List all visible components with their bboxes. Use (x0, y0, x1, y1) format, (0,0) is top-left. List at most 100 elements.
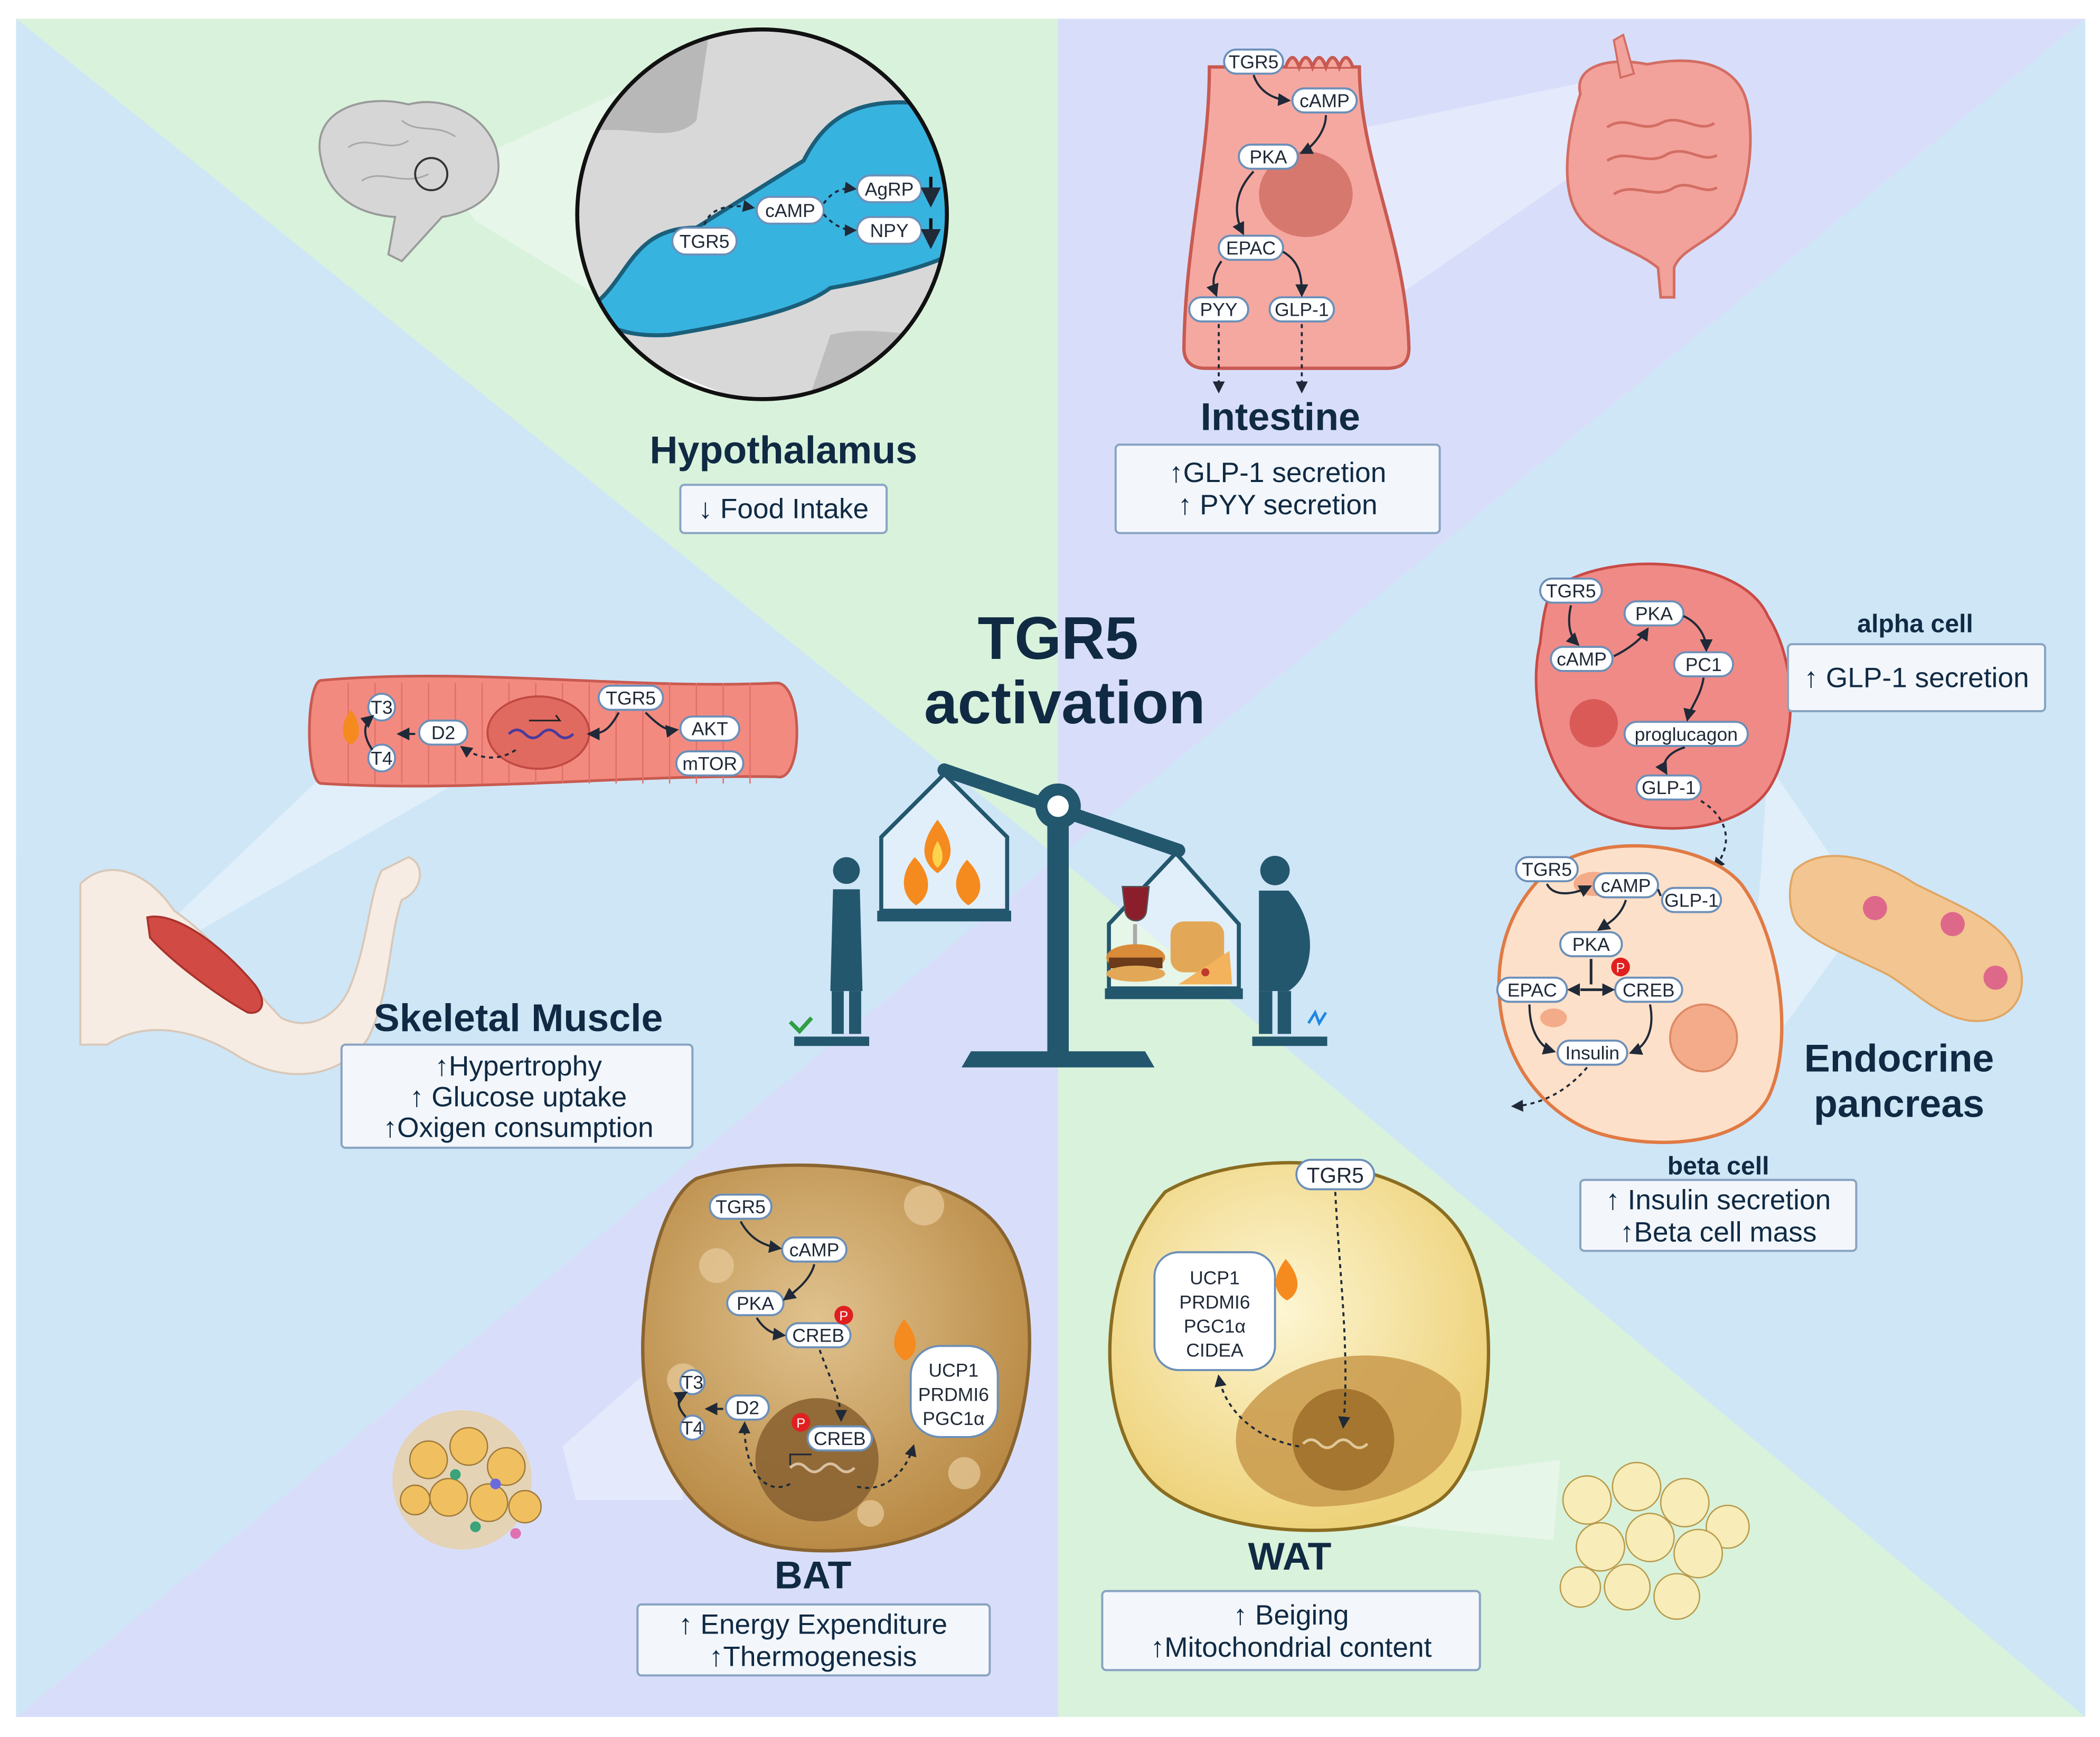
svg-text:EPAC: EPAC (1508, 979, 1557, 1000)
svg-text:cAMP: cAMP (1601, 875, 1651, 896)
node-d2 (724, 1394, 770, 1421)
pancreas-title-line2: pancreas (1814, 1082, 1984, 1126)
bat-pathway: TGR5 cAMP PKA CREB P T3 T4 D2 CREB P UCP… (673, 1193, 999, 1489)
muscle-pathway: T3 T4 D2 TGR5 AKT mTOR (343, 684, 745, 777)
node-proglucagon (1623, 721, 1749, 747)
svg-text:T4: T4 (371, 748, 392, 769)
intestine-cell (1182, 55, 1411, 370)
hypothalamus-section: TGR5 cAMP AgRP NPY Hypothalamus ↓ Food I… (318, 27, 949, 534)
svg-text:mTOR: mTOR (682, 753, 737, 775)
svg-text:GLP-1: GLP-1 (1275, 299, 1329, 320)
flame-icon (343, 710, 359, 745)
node-tgr5 (1295, 1158, 1376, 1191)
alpha-pathway: TGR5 cAMP PKA PC1 proglucagon GLP-1 (1539, 577, 1749, 870)
alpha-effect-1: ↑ GLP-1 secretion (1804, 662, 2029, 693)
svg-text:T4: T4 (682, 1418, 703, 1439)
intestine-organ-icon (1566, 33, 1752, 299)
intestine-effect-box (1114, 443, 1441, 534)
wat-gene-box (1153, 1251, 1276, 1371)
pancreas-title-line1: Endocrine (1804, 1036, 1994, 1080)
node-t3 (367, 693, 397, 722)
node-tgr5 (1515, 856, 1579, 883)
svg-text:PKA: PKA (1249, 146, 1287, 167)
node-creb (1614, 976, 1683, 1003)
muscle-fiber (308, 674, 798, 788)
svg-text:TGR5: TGR5 (1546, 580, 1596, 601)
svg-text:P: P (839, 1309, 848, 1324)
flame-icon (903, 819, 981, 905)
balance-scale (788, 763, 1327, 1068)
node-t4 (679, 1414, 706, 1441)
svg-text:cAMP: cAMP (1299, 90, 1350, 111)
hypothalamus-effect-1: ↓ Food Intake (698, 494, 869, 525)
beta-effect-2: ↑Beta cell mass (1620, 1216, 1817, 1248)
intestine-effect-2: ↑ PYY secretion (1178, 489, 1378, 521)
node-pc1 (1673, 651, 1734, 677)
bat-section: TGR5 cAMP PKA CREB P T3 T4 D2 CREB P UCP… (392, 1163, 1031, 1677)
svg-text:PGC1α: PGC1α (922, 1408, 984, 1429)
pancreas-section: TGR5 cAMP PKA PC1 proglucagon GLP-1 (1496, 562, 2047, 1252)
svg-text:cAMP: cAMP (1557, 649, 1607, 670)
food-icon (1106, 886, 1232, 985)
beta-pathway: TGR5 cAMP GLP-1 PKA EPAC CREB P Insulin (1496, 856, 1722, 1112)
skeletal-muscle-section: T3 T4 D2 TGR5 AKT mTOR Skeletal Muscle ↑… (79, 674, 798, 1149)
muscle-effect-box (340, 1043, 694, 1149)
svg-text:TGR5: TGR5 (1229, 51, 1279, 72)
node-pka (1559, 931, 1623, 958)
node-tgr5 (1539, 577, 1603, 604)
flame-icon (1276, 1259, 1298, 1301)
phosphate-badge (1611, 957, 1630, 977)
svg-text:PRDMI6: PRDMI6 (1179, 1291, 1250, 1313)
beta-cell-title: beta cell (1668, 1152, 1769, 1181)
arm-icon (79, 856, 421, 1075)
wat-tissue-icon (1559, 1461, 1750, 1620)
node-pka (1623, 600, 1685, 627)
node-d2 (418, 719, 469, 746)
svg-text:PYY: PYY (1200, 299, 1238, 320)
node-tgr5 (597, 684, 664, 711)
node-camp (1593, 872, 1659, 899)
flame-icon (894, 1319, 916, 1361)
node-pka (726, 1290, 785, 1316)
svg-text:proglucagon: proglucagon (1635, 724, 1738, 745)
svg-text:AgRP: AgRP (865, 178, 914, 200)
beta-effect-box (1579, 1178, 1858, 1252)
node-creb (785, 1322, 852, 1348)
node-t3 (679, 1369, 706, 1395)
node-camp (756, 195, 825, 225)
wat-section: TGR5 UCP1 PRDMI6 PGC1α CIDEA WAT ↑ Beigi… (1101, 1158, 1750, 1672)
node-pyy (1188, 296, 1249, 323)
bat-effect-box (636, 1603, 991, 1677)
svg-text:UCP1: UCP1 (1190, 1268, 1240, 1289)
svg-text:TGR5: TGR5 (715, 1196, 766, 1217)
svg-text:AKT: AKT (692, 719, 728, 740)
node-pka (1238, 144, 1299, 170)
alpha-effect-box (1787, 643, 2047, 713)
bat-effect-2: ↑Thermogenesis (709, 1641, 917, 1673)
node-tgr5 (709, 1193, 773, 1220)
svg-text:CREB: CREB (814, 1428, 866, 1449)
svg-text:CIDEA: CIDEA (1186, 1340, 1244, 1361)
node-creb-nuclear (806, 1425, 873, 1452)
node-glp1 (1268, 296, 1335, 323)
svg-text:T3: T3 (371, 697, 392, 718)
node-camp (1291, 87, 1358, 114)
intestine-section: TGR5 cAMP PKA EPAC PYY GLP-1 Intestine (1114, 33, 1752, 534)
bat-effect-1: ↑ Energy Expenditure (679, 1609, 947, 1640)
node-camp (781, 1236, 847, 1263)
muscle-title: Skeletal Muscle (374, 996, 663, 1040)
hypothalamus-title: Hypothalamus (649, 428, 917, 472)
svg-text:P: P (796, 1416, 805, 1431)
phosphate-badge-nuclear (791, 1413, 811, 1432)
svg-text:CREB: CREB (792, 1325, 844, 1346)
node-akt (679, 715, 740, 742)
svg-text:GLP-1: GLP-1 (1642, 777, 1696, 798)
intestine-effect-1: ↑GLP-1 secretion (1169, 457, 1386, 488)
svg-text:TGR5: TGR5 (1307, 1163, 1364, 1187)
svg-text:D2: D2 (431, 722, 455, 743)
node-epac (1496, 976, 1568, 1003)
wat-title: WAT (1248, 1534, 1332, 1578)
bat-gene-box (909, 1345, 999, 1438)
